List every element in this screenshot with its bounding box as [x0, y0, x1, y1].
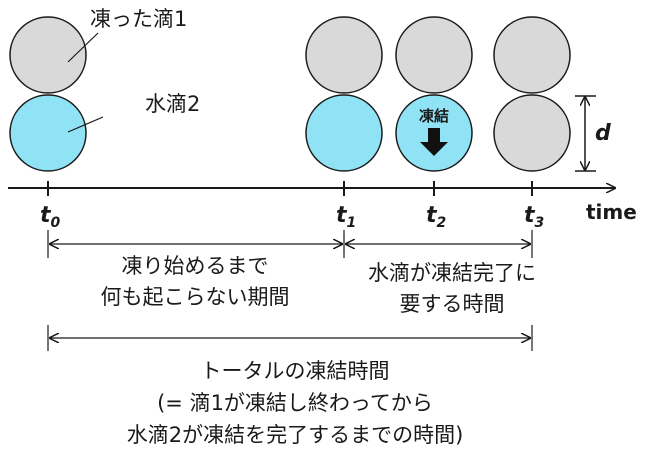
- stage-t2: 凍結: [395, 16, 473, 172]
- interval-total-line3: 水滴2が凍結を完了するまでの時間): [127, 423, 464, 447]
- leader-line-water: [67, 116, 104, 133]
- frozen-droplet-t3-bottom: [493, 94, 571, 172]
- leader-line-frozen: [67, 32, 99, 63]
- interval-freeze-complete-line1: 水滴が凍結完了に: [368, 261, 536, 285]
- freezing-label: 凍結: [419, 107, 449, 125]
- interval-total-line2: (= 滴1が凍結し終わってから: [157, 391, 433, 415]
- stage-t1: [305, 16, 383, 172]
- interval-freeze-complete-line2: 要する時間: [400, 292, 505, 316]
- interval-total-line1: トータルの凍結時間: [201, 359, 390, 383]
- interval-before-freeze-line1: 凍り始めるまで: [122, 254, 269, 278]
- stage-t3: [493, 16, 571, 172]
- tick-t2: t2: [426, 181, 446, 231]
- interval-total: トータルの凍結時間 (= 滴1が凍結し終わってから 水滴2が凍結を完了するまでの…: [47, 325, 533, 447]
- interval-before-freeze: 凍り始めるまで 何も起こらない期間: [47, 230, 345, 309]
- frozen-droplet-t0: [9, 16, 87, 94]
- label-water-droplet-2: 水滴2: [145, 92, 200, 116]
- time-axis-label: time: [586, 200, 637, 224]
- frozen-droplet-t1: [305, 16, 383, 94]
- tick-t0: t0: [40, 181, 61, 231]
- water-droplet-t0: [9, 94, 87, 172]
- water-droplet-t1: [305, 94, 383, 172]
- tick-t1: t1: [336, 181, 356, 231]
- frozen-droplet-t3-top: [493, 16, 571, 94]
- svg-text:t2: t2: [426, 203, 446, 231]
- tick-t3: t3: [524, 181, 544, 231]
- interval-freeze-complete: 水滴が凍結完了に 要する時間: [346, 230, 536, 316]
- height-label: d: [595, 121, 611, 146]
- svg-text:t1: t1: [336, 203, 356, 231]
- down-arrow-icon: [420, 128, 448, 156]
- stage-t0: [9, 16, 87, 172]
- interval-before-freeze-line2: 何も起こらない期間: [101, 285, 290, 309]
- label-frozen-droplet-1: 凍った滴1: [90, 7, 187, 31]
- frozen-droplet-t2: [395, 16, 473, 94]
- svg-text:t0: t0: [40, 203, 61, 231]
- svg-text:t3: t3: [524, 203, 544, 231]
